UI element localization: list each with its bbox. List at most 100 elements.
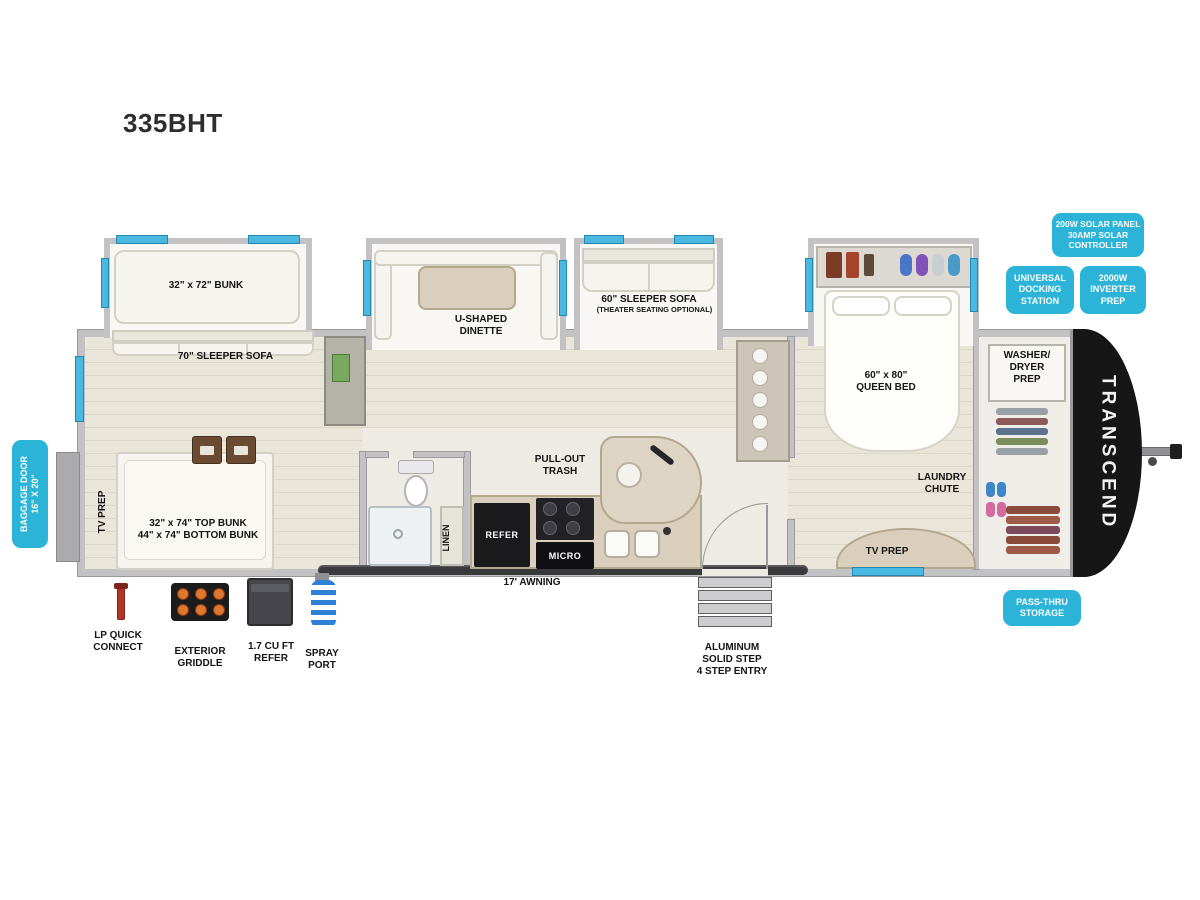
label-spray-port: SPRAY PORT: [305, 648, 339, 671]
window: [852, 567, 924, 576]
shower-drain: [393, 529, 403, 539]
lp-quick-connect-fitting: [117, 586, 125, 620]
label-dinette: U-SHAPED DINETTE: [454, 314, 508, 337]
griddle-burner: [195, 604, 207, 616]
queen-bed: [824, 290, 960, 452]
label-pull-out-trash: PULL-OUT TRASH: [534, 454, 586, 477]
dinette-table: [418, 266, 516, 310]
plate: [752, 392, 768, 408]
label-bunks: 32" x 74" TOP BUNK 44" x 74" BOTTOM BUNK: [137, 518, 259, 541]
window: [248, 235, 300, 244]
label-bunk-slide: 32" x 72" BUNK: [168, 280, 244, 291]
front-cap: TRANSCEND: [1070, 329, 1142, 577]
tv-screen: [332, 354, 350, 382]
hanging-clothes: [996, 408, 1048, 415]
plate: [752, 414, 768, 430]
wall-bathroom-left: [360, 452, 366, 569]
entry-door-panel: [766, 505, 768, 569]
awning-bar: [318, 565, 808, 575]
shoe: [997, 502, 1006, 517]
storage-box-logo: [234, 446, 248, 455]
hanging-clothes: [996, 438, 1048, 445]
window: [674, 235, 714, 244]
window: [75, 356, 84, 422]
spray-port-mount: [315, 573, 329, 581]
entry-door-opening: [702, 569, 768, 576]
plate: [752, 348, 768, 364]
griddle-burner: [177, 588, 189, 600]
wall-closet: [974, 337, 979, 569]
shelf-item: [948, 254, 960, 276]
shoe: [986, 502, 995, 517]
entry-step: [698, 590, 772, 601]
griddle-burner: [213, 604, 225, 616]
dinette-bench-right: [540, 252, 558, 340]
window: [970, 258, 978, 312]
badge-inverter-prep: 2000W INVERTER PREP: [1080, 266, 1146, 314]
dinette-bench-top: [374, 250, 558, 266]
label-laundry-chute: LAUNDRY CHUTE: [917, 472, 967, 495]
label-exterior-griddle: EXTERIOR GRIDDLE: [174, 646, 226, 669]
bunk-mattress: [124, 460, 266, 560]
label-sofa60: 60" SLEEPER SOFA: [601, 294, 697, 305]
washer-dryer-prep-space: [988, 344, 1066, 402]
window: [584, 235, 624, 244]
wall-bathroom-top-a: [366, 452, 388, 457]
badge-baggage-door: BAGGAGE DOOR 16" X 20": [12, 440, 48, 548]
spray-port-hose: [311, 580, 336, 628]
entry-step: [698, 603, 772, 614]
wall-bathroom-top-b: [414, 452, 464, 457]
badge-pass-thru-storage: PASS-THRU STORAGE: [1003, 590, 1081, 626]
sink-bowl: [604, 530, 630, 558]
shelf-item: [932, 254, 944, 276]
wall-bathroom-right: [464, 452, 470, 569]
sofa-cushion-divider: [178, 342, 180, 356]
label-sofa70: 70" SLEEPER SOFA: [177, 351, 274, 362]
microwave: MICRO: [536, 542, 594, 569]
burner: [566, 521, 580, 535]
wall-bedroom-upper: [788, 337, 794, 457]
wall-bedroom-lower: [788, 520, 794, 569]
hanging-clothes: [1006, 516, 1060, 524]
shelf-item: [864, 254, 874, 276]
brand-text: TRANSCEND: [1097, 375, 1119, 531]
label-washer-dryer: WASHER/ DRYER PREP: [1003, 350, 1051, 385]
shelf-item: [826, 252, 842, 278]
label-mini-refer: 1.7 CU FT REFER: [247, 641, 295, 664]
page-title: 335BHT: [123, 108, 223, 138]
window: [116, 235, 168, 244]
label-steps: ALUMINUM SOLID STEP 4 STEP ENTRY: [696, 642, 768, 677]
label-lp-quick-connect: LP QUICK CONNECT: [93, 630, 143, 653]
hanging-clothes: [996, 428, 1048, 435]
jack-wheel: [1148, 457, 1157, 466]
window: [101, 258, 109, 308]
storage-box: [192, 436, 222, 464]
shelf-item: [846, 252, 859, 278]
label-queen-bed: 60" x 80" QUEEN BED: [856, 370, 916, 393]
hanging-clothes: [996, 418, 1048, 425]
toilet: [404, 475, 428, 507]
label-awning: 17' AWNING: [503, 577, 561, 588]
griddle-burner: [177, 604, 189, 616]
griddle-burner: [213, 588, 225, 600]
lp-quick-connect-cap: [114, 583, 128, 589]
sofa-cushion-divider: [246, 342, 248, 356]
burner: [543, 521, 557, 535]
entry-step: [698, 577, 772, 588]
pillow: [894, 296, 952, 316]
bedroom-wardrobe-shelf: [816, 246, 972, 288]
sofa-70-back: [112, 330, 314, 342]
shoe: [986, 482, 995, 497]
plate: [752, 370, 768, 386]
entry-step: [698, 616, 772, 627]
badge-solar: 200W SOLAR PANEL 30AMP SOLAR CONTROLLER: [1052, 213, 1144, 257]
toilet-tank: [398, 460, 434, 474]
hanging-clothes: [996, 448, 1048, 455]
hanging-clothes: [1006, 506, 1060, 514]
hanging-clothes: [1006, 546, 1060, 554]
refrigerator: REFER: [474, 503, 530, 567]
storage-box-logo: [200, 446, 214, 455]
shelf-item: [916, 254, 928, 276]
plate: [752, 436, 768, 452]
